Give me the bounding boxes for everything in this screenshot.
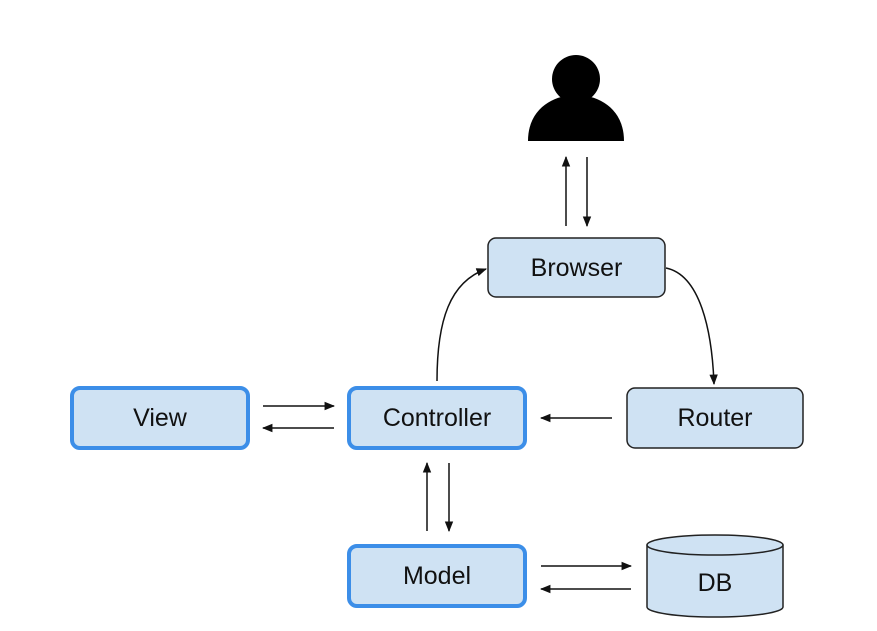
user-icon xyxy=(528,55,624,141)
browser-node: Browser xyxy=(487,237,666,298)
router-label: Router xyxy=(677,404,752,432)
view-node: View xyxy=(70,386,250,450)
arrow-browser-to-router xyxy=(665,267,718,386)
controller-label: Controller xyxy=(383,404,491,432)
model-node: Model xyxy=(347,544,527,608)
db-node: DB xyxy=(646,534,784,618)
browser-label: Browser xyxy=(531,254,623,282)
controller-node: Controller xyxy=(347,386,527,450)
router-node: Router xyxy=(626,387,804,449)
model-label: Model xyxy=(403,562,471,590)
view-label: View xyxy=(133,404,188,432)
db-label: DB xyxy=(698,569,733,597)
arrow-controller-to-browser xyxy=(436,268,487,382)
